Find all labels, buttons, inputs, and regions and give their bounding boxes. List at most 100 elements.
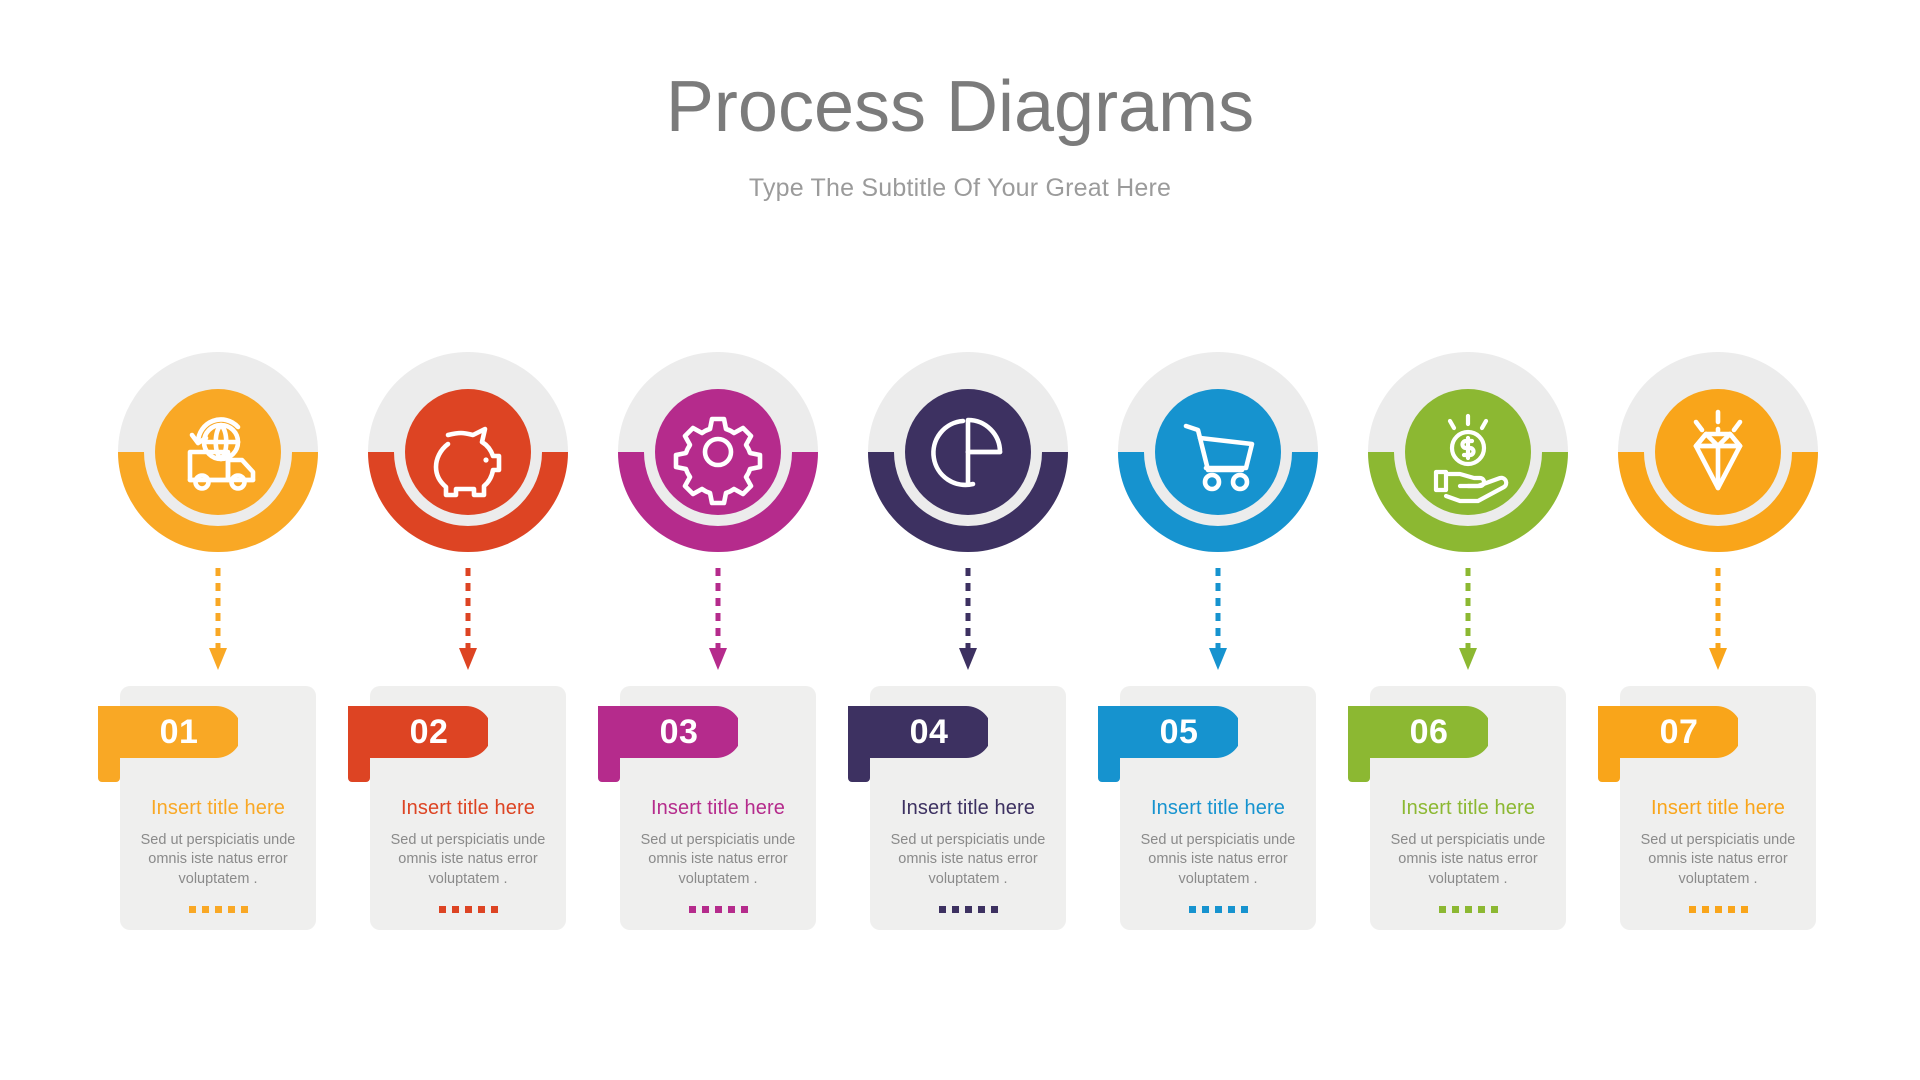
arrow-head: [1459, 648, 1477, 670]
dot-marker: [1714, 905, 1722, 913]
step-card-title: Insert title here: [901, 797, 1035, 819]
delivery-truck-globe-icon: [187, 417, 256, 491]
step-card-dots: [130, 905, 306, 913]
step-number-badge: [1348, 706, 1488, 782]
step-medallion[interactable]: [1368, 352, 1568, 552]
step-medallion[interactable]: [868, 352, 1068, 552]
arrow-head: [1209, 648, 1227, 670]
page-title: Process Diagrams: [665, 67, 1255, 147]
dot-marker: [1740, 905, 1748, 913]
medallion-progress-arc: [118, 452, 318, 552]
medallion-progress-arc: [618, 452, 818, 552]
dot-marker: [1240, 905, 1248, 913]
pie-chart-icon: [931, 417, 1003, 488]
step-card-description: Sed ut perspiciatis unde omnis iste natu…: [140, 832, 296, 887]
dot-marker: [714, 905, 722, 913]
step-card-description: Sed ut perspiciatis unde omnis iste natu…: [390, 832, 546, 887]
step-card-description: Sed ut perspiciatis unde omnis iste natu…: [640, 832, 796, 887]
step-card-dots: [1380, 905, 1556, 913]
dot-marker: [188, 905, 196, 913]
step-medallion[interactable]: [118, 352, 318, 552]
dot-marker: [964, 905, 972, 913]
badge-bubble-shape: [348, 706, 488, 782]
step-number-badge: [848, 706, 988, 782]
step-connector-arrow: [1708, 566, 1728, 678]
step-card-title: Insert title here: [1651, 797, 1785, 819]
dot-marker: [1188, 905, 1196, 913]
step-card-title: Insert title here: [1151, 797, 1285, 819]
dot-marker: [490, 905, 498, 913]
step-number-badge: [1098, 706, 1238, 782]
step-card-title: Insert title here: [1401, 797, 1535, 819]
step-number-badge: [598, 706, 738, 782]
arrow-head: [709, 648, 727, 670]
step-number-badge: [1598, 706, 1738, 782]
step-card-title: Insert title here: [651, 797, 785, 819]
diamond-icon: [1693, 409, 1743, 491]
step-card-description: Sed ut perspiciatis unde omnis iste natu…: [1140, 832, 1296, 887]
badge-bubble-shape: [1098, 706, 1238, 782]
dot-marker: [214, 905, 222, 913]
badge-bubble-shape: [848, 706, 988, 782]
arrow-head: [959, 648, 977, 670]
step-number-badge: [98, 706, 238, 782]
dot-marker: [1214, 905, 1222, 913]
dot-marker: [938, 905, 946, 913]
dot-marker: [688, 905, 696, 913]
step-connector-arrow: [1458, 566, 1478, 678]
dot-marker: [1464, 905, 1472, 913]
piggy-bank-icon: [433, 426, 502, 498]
step-card-dots: [1630, 905, 1806, 913]
step-connector-arrow: [1208, 566, 1228, 678]
step-card-dots: [630, 905, 806, 913]
step-medallion[interactable]: [1618, 352, 1818, 552]
step-card-dots: [880, 905, 1056, 913]
badge-bubble-shape: [98, 706, 238, 782]
dot-marker: [1490, 905, 1498, 913]
medallion-progress-arc: [1368, 452, 1568, 552]
dot-marker: [1438, 905, 1446, 913]
slide-header: Process Diagrams Type The Subtitle Of Yo…: [0, 67, 1920, 203]
step-medallion[interactable]: [618, 352, 818, 552]
page-subtitle: Type The Subtitle Of Your Great Here: [748, 173, 1172, 202]
dot-marker: [451, 905, 459, 913]
medallion-inner-disc: [655, 389, 781, 515]
step-medallion[interactable]: [1118, 352, 1318, 552]
hand-holding-coin-icon: [1433, 413, 1509, 504]
dot-marker: [227, 905, 235, 913]
dot-marker: [240, 905, 248, 913]
step-connector-arrow: [208, 566, 228, 678]
badge-bubble-shape: [1348, 706, 1488, 782]
dot-marker: [1701, 905, 1709, 913]
dot-marker: [701, 905, 709, 913]
dot-marker: [1727, 905, 1735, 913]
dot-marker: [1227, 905, 1235, 913]
step-number-badge: [348, 706, 488, 782]
medallion-progress-arc: [1618, 452, 1818, 552]
step-connector-arrow: [458, 566, 478, 678]
step-medallion[interactable]: [368, 352, 568, 552]
step-card-title: Insert title here: [151, 797, 285, 819]
dot-marker: [1477, 905, 1485, 913]
dot-marker: [951, 905, 959, 913]
